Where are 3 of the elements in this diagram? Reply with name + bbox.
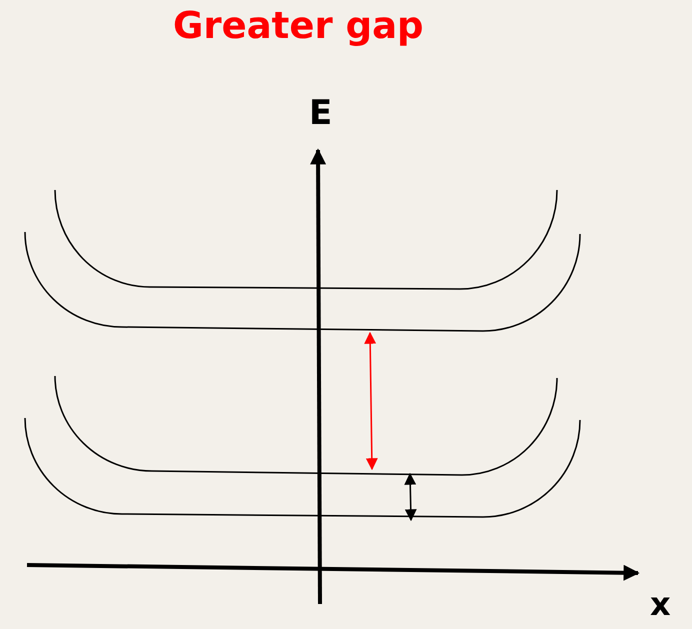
title: Greater gap [173,4,424,47]
axis-label: E [309,96,332,130]
axis-label: x [650,588,671,620]
